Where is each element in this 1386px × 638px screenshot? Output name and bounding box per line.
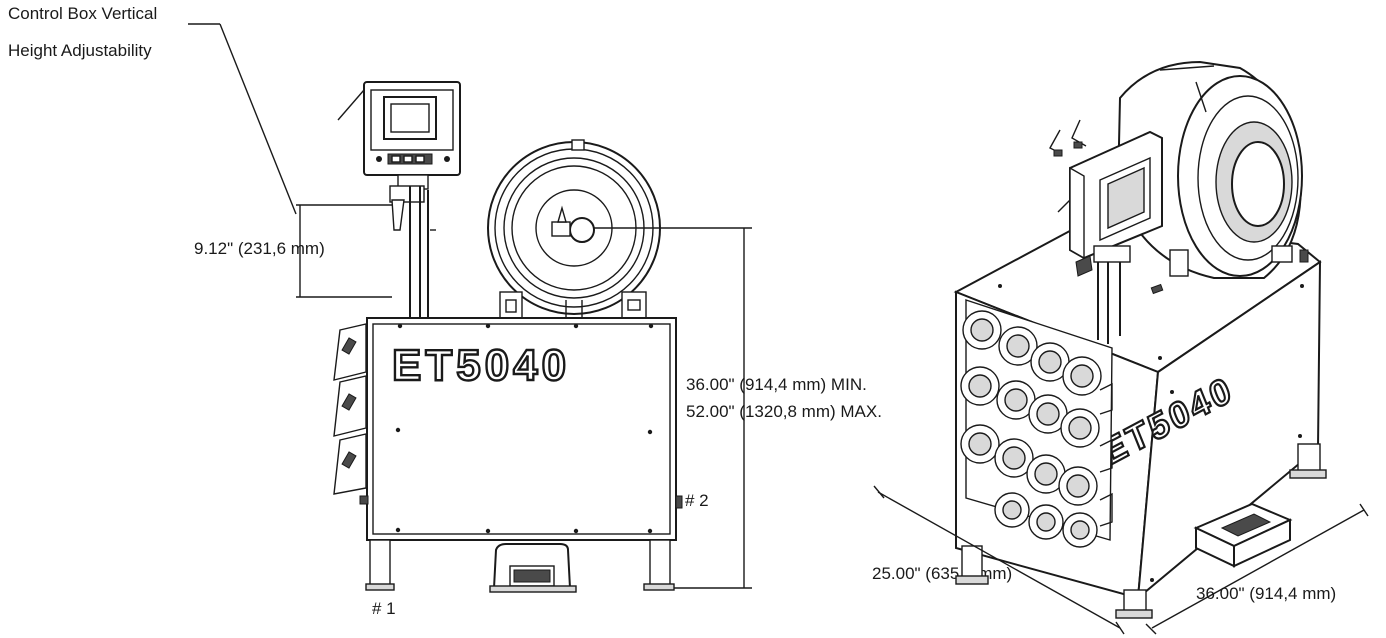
height-min-label: 36.00" (914,4 mm) MIN. <box>686 375 867 394</box>
adjust-dimension-lines <box>296 204 392 298</box>
side-die-holders <box>333 323 369 505</box>
marker-1-label: # 1 <box>372 599 396 618</box>
width-dimension-label: 36.00" (914,4 mm) <box>1196 584 1337 603</box>
control-box <box>337 81 461 176</box>
marker-2-label: # 2 <box>685 491 709 510</box>
adjust-dimension-label: 9.12" (231,6 mm) <box>194 239 325 258</box>
cabinet-legs <box>365 539 675 591</box>
iso-die-rack <box>960 299 1113 548</box>
height-max-label: 52.00" (1320,8 mm) MAX. <box>686 402 882 421</box>
cabinet-model-text: ET5040 <box>392 341 570 390</box>
front-view: ET5040 <box>296 81 752 593</box>
cabinet: ET5040 <box>366 317 683 541</box>
height-dimension-lines <box>594 227 752 589</box>
iso-dimension-lines <box>873 485 1369 635</box>
die-row-4 <box>994 492 1098 548</box>
control-box-iso <box>1049 119 1163 344</box>
callout-label-line1: Control Box Vertical <box>8 4 158 23</box>
foot-pedal-front <box>489 543 577 593</box>
callout-label-line2: Height Adjustability <box>8 41 152 60</box>
iso-legs <box>955 443 1327 619</box>
isometric-view: ET5040 <box>873 60 1369 635</box>
callout-leader <box>188 23 297 215</box>
foot-pedal-iso <box>1193 502 1293 568</box>
crimp-head-iso <box>1116 60 1309 279</box>
die-row-1 <box>962 310 1102 396</box>
control-mast <box>389 174 436 318</box>
die-row-3 <box>960 424 1098 506</box>
die-row-2 <box>960 366 1100 448</box>
crimp-head <box>487 139 661 319</box>
